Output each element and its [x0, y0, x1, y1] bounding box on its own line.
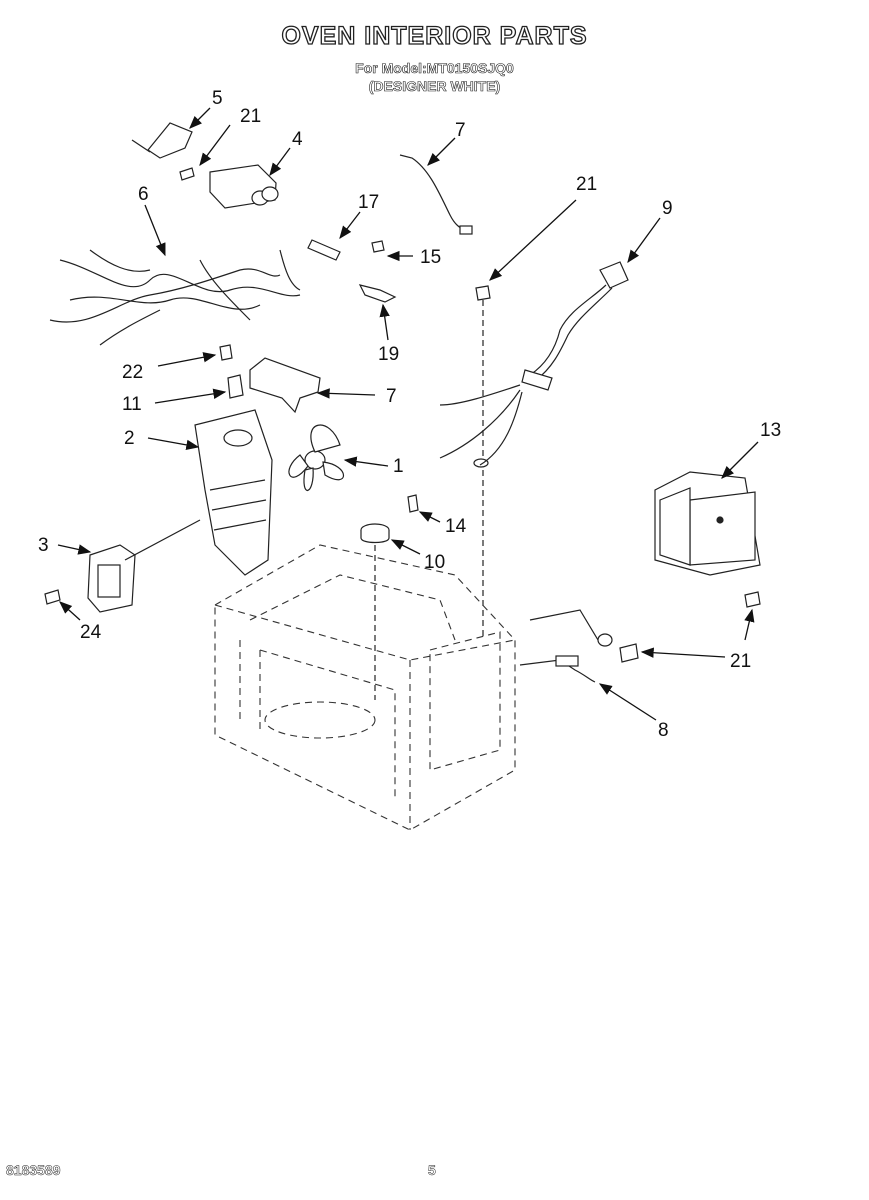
part-15-screw [371, 240, 385, 253]
part-11-bushing [227, 374, 244, 399]
part-14-clip [407, 494, 419, 513]
magnetron-screw [744, 591, 761, 608]
part-24-screw [44, 589, 61, 605]
part-4-capacitor [209, 164, 279, 209]
callout-17: 17 [358, 192, 379, 213]
model-line: For Model:MT0150SJQ0 [355, 60, 514, 77]
page-title: OVEN INTERIOR PARTS [281, 21, 588, 50]
callout-21b: 21 [576, 174, 597, 195]
part-5-bracket [131, 122, 193, 159]
part-2-fan-bracket [194, 409, 273, 576]
part-6-wire-harness [49, 249, 301, 346]
callout-9: 9 [662, 198, 673, 219]
callout-6: 6 [138, 184, 149, 205]
callout-21a: 21 [240, 106, 261, 127]
callout-2: 2 [124, 428, 135, 449]
part-21-screw-c [597, 633, 639, 663]
callout-15: 15 [420, 247, 441, 268]
part-22-screw [219, 344, 233, 361]
callout-3: 3 [38, 535, 49, 556]
part-9-power-cord [439, 261, 629, 466]
callout-4: 4 [292, 129, 303, 150]
page-number: 5 [428, 1162, 436, 1179]
callout-10: 10 [424, 552, 445, 573]
part-21-screw-b [473, 285, 491, 640]
part-19-clip [358, 284, 397, 303]
callout-14: 14 [445, 516, 467, 537]
oven-cavity-outline [214, 544, 516, 831]
part-7-lead-wire [399, 154, 473, 235]
callout-1: 1 [393, 456, 404, 477]
callout-24: 24 [80, 622, 102, 643]
part-13-magnetron [654, 471, 761, 576]
callout-13: 13 [760, 420, 781, 441]
part-8-ground-wire [519, 609, 599, 683]
callout-5: 5 [212, 88, 223, 109]
callout-7b: 7 [386, 386, 397, 407]
document-number: 8183589 [6, 1162, 61, 1179]
callout-22: 22 [122, 362, 143, 383]
callout-21c: 21 [730, 651, 751, 672]
part-1-fan-blade [288, 424, 345, 492]
callout-7a: 7 [455, 120, 466, 141]
callout-11: 11 [122, 394, 142, 415]
part-17-fuse [307, 239, 341, 261]
part-10-thermostat [360, 523, 390, 700]
callout-8: 8 [658, 720, 669, 741]
color-line: (DESIGNER WHITE) [368, 78, 501, 95]
part-7-shield [249, 357, 321, 414]
part-3-fan-motor [87, 519, 201, 613]
part-21-screw-a [179, 167, 195, 181]
callout-19: 19 [378, 344, 399, 365]
